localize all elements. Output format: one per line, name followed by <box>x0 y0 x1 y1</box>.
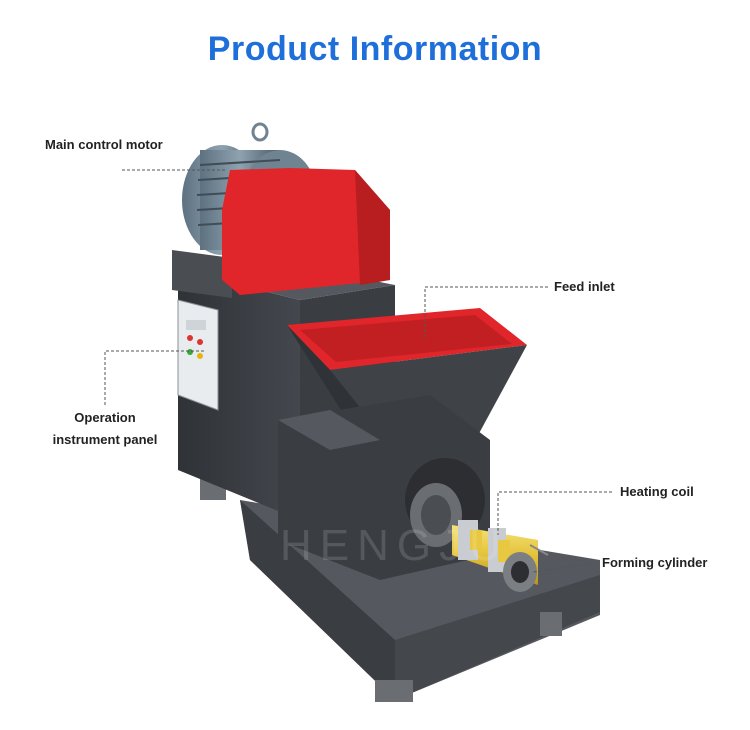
label-heating-coil: Heating coil <box>620 484 694 499</box>
leader-lines <box>104 169 612 573</box>
label-operation-line1: Operation <box>74 410 136 425</box>
label-feed-inlet: Feed inlet <box>554 279 615 294</box>
label-main-control-motor: Main control motor <box>45 137 163 152</box>
label-operation-panel: Operation instrument panel <box>45 407 165 451</box>
label-operation-line2: instrument panel <box>52 432 158 447</box>
watermark-text: HENGJU <box>280 521 509 570</box>
belt-guard-cover <box>222 168 390 295</box>
page-title: Product Information <box>207 30 543 68</box>
label-forming-cylinder: Forming cylinder <box>602 555 708 570</box>
